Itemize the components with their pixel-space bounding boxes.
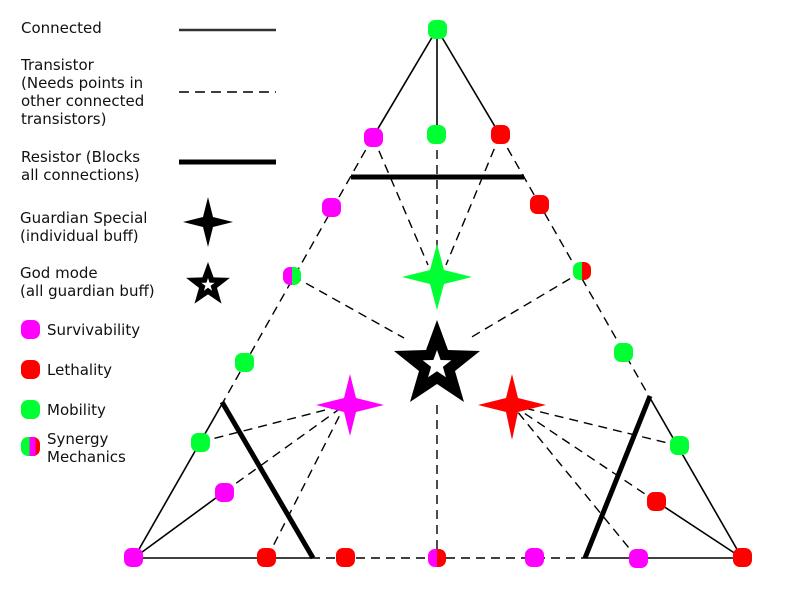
legend-mobility-dot	[21, 400, 40, 419]
legend-connected-label: Connected	[21, 19, 102, 37]
legend-synergy-dot	[21, 437, 40, 456]
node-survivability	[124, 548, 143, 567]
node-lethality	[257, 548, 276, 567]
legend-transistor-label: Transistor (Needs points in other connec…	[21, 56, 145, 128]
god-mode-star-icon	[394, 320, 480, 402]
legend-survivability-label: Survivability	[47, 321, 141, 339]
node-synergy	[283, 267, 301, 285]
resistor-right	[582, 395, 653, 559]
legend-mobility-label: Mobility	[47, 401, 106, 419]
node-lethality	[733, 548, 752, 567]
resistor-left	[219, 400, 316, 560]
guardian-special-lethality-icon	[478, 374, 546, 440]
node-mobility	[427, 125, 446, 144]
node-survivability	[322, 198, 341, 217]
legend-lethality-label: Lethality	[47, 361, 112, 379]
internal-connections	[133, 29, 743, 559]
legend-synergy-label: Synergy Mechanics	[47, 430, 126, 466]
node-lethality	[491, 125, 510, 144]
legend-guardian-special-icon	[183, 197, 233, 247]
node-mobility	[191, 433, 210, 452]
resistors	[219, 174, 653, 560]
node-mobility	[614, 343, 633, 362]
legend-lethality-dot	[21, 360, 40, 379]
node-lethality	[336, 548, 355, 567]
guardian-special-survivability-icon	[316, 374, 384, 436]
node-mobility	[235, 353, 254, 372]
legend-resistor-label: Resistor (Blocks all connections)	[21, 148, 141, 184]
node-synergy	[573, 262, 591, 280]
node-survivability	[364, 128, 383, 147]
node-lethality	[530, 195, 549, 214]
legend-god-mode-label: God mode (all guardian buff)	[20, 264, 155, 300]
node-survivability	[525, 548, 544, 567]
node-mobility	[670, 436, 689, 455]
triangle-outer-edges	[133, 28, 743, 559]
guardian-special-mobility-icon	[402, 244, 472, 310]
node-lethality	[647, 492, 666, 511]
legend-god-mode-icon	[186, 262, 230, 304]
legend-survivability-dot	[21, 320, 40, 339]
node-synergy	[428, 549, 446, 567]
node-mobility	[428, 20, 447, 39]
node-survivability	[629, 549, 648, 568]
legend-guardian-special-label: Guardian Special (individual buff)	[20, 209, 148, 245]
nodes	[124, 20, 752, 568]
transistor-connections	[199, 134, 681, 560]
node-survivability	[215, 483, 234, 502]
